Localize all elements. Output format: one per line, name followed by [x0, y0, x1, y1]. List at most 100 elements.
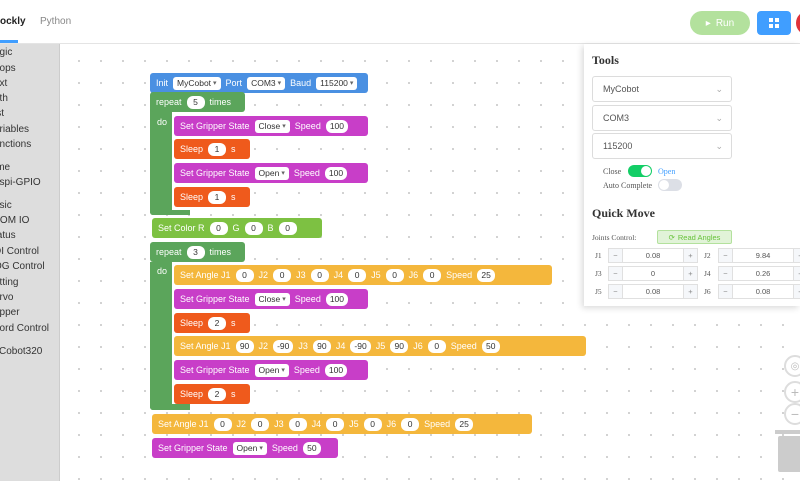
joint-value[interactable]: 0.26	[755, 269, 771, 278]
sleep-block[interactable]: Sleep 1 s	[174, 187, 250, 207]
sidebar-item-loops[interactable]: oops	[0, 63, 16, 74]
increment-button[interactable]: +	[683, 267, 697, 280]
sleep-value-field[interactable]: 1	[208, 142, 227, 156]
joint-stepper-j6[interactable]: − 0.08 +	[718, 284, 800, 299]
trash-icon[interactable]	[775, 430, 800, 472]
recenter-icon[interactable]: ◎	[784, 355, 800, 377]
speed-field[interactable]: 25	[455, 417, 474, 431]
device-select[interactable]: MyCobot ⌄	[592, 76, 732, 102]
decrement-button[interactable]: −	[719, 285, 733, 298]
j2-field[interactable]: 0	[273, 268, 292, 282]
repeat-count-field[interactable]: 5	[186, 95, 205, 109]
zoom-out-icon[interactable]: −	[784, 403, 800, 425]
close-open-switch[interactable]	[628, 165, 652, 177]
j1-field[interactable]: 0	[235, 268, 254, 282]
sidebar-item-raspi-gpio[interactable]: aspi-GPIO	[0, 177, 41, 188]
set-gripper-block[interactable]: Set Gripper State Open Speed 50	[152, 438, 338, 458]
sidebar-item-variables[interactable]: ariables	[0, 124, 30, 135]
robot-dropdown[interactable]: MyCobot	[173, 76, 221, 90]
sidebar-item-coord-control[interactable]: oord Control	[0, 323, 50, 334]
decrement-button[interactable]: −	[609, 249, 623, 262]
j2-field[interactable]: 0	[251, 417, 270, 431]
speed-field[interactable]: 50	[481, 339, 500, 353]
j5-field[interactable]: 0	[385, 268, 404, 282]
set-gripper-block[interactable]: Set Gripper State Close Speed 100	[174, 289, 368, 309]
joint-stepper-j3[interactable]: − 0 +	[608, 266, 698, 281]
j3-field[interactable]: 0	[310, 268, 329, 282]
joint-stepper-j2[interactable]: − 9.84 +	[718, 248, 800, 263]
sleep-value-field[interactable]: 2	[208, 316, 227, 330]
port-select[interactable]: COM3 ⌄	[592, 105, 732, 131]
sleep-block[interactable]: Sleep 2 s	[174, 384, 250, 404]
sidebar-item-mycobot320[interactable]: yCobot320	[0, 346, 43, 357]
decrement-button[interactable]: −	[719, 249, 733, 262]
run-button[interactable]: ▸ Run	[690, 11, 750, 35]
sidebar-item-jog-control[interactable]: OG Control	[0, 261, 45, 272]
j6-field[interactable]: 0	[401, 417, 420, 431]
sidebar-item-functions[interactable]: unctions	[0, 139, 32, 150]
sidebar-item-math[interactable]: ath	[0, 93, 8, 104]
speed-field[interactable]: 25	[477, 268, 496, 282]
sidebar-item-time[interactable]: ime	[0, 162, 11, 173]
sidebar-item-basic[interactable]: asic	[0, 200, 12, 211]
gripper-state-dropdown[interactable]: Open	[254, 363, 289, 377]
gripper-state-dropdown[interactable]: Close	[254, 119, 290, 133]
set-angle-block[interactable]: Set Angle J1 0 J2 0 J3 0 J4 0 J5 0 J6 0 …	[152, 414, 532, 434]
sidebar-item-gripper[interactable]: ripper	[0, 307, 20, 318]
baud-dropdown[interactable]: 115200	[316, 76, 358, 90]
joint-stepper-j4[interactable]: − 0.26 +	[718, 266, 800, 281]
close-app-button[interactable]	[796, 11, 800, 35]
j4-field[interactable]: 0	[348, 268, 367, 282]
joint-value[interactable]: 9.84	[755, 251, 771, 260]
gripper-state-dropdown[interactable]: Close	[254, 292, 290, 306]
auto-complete-switch[interactable]	[658, 179, 682, 191]
gripper-state-dropdown[interactable]: Open	[254, 166, 289, 180]
j6-field[interactable]: 0	[427, 339, 446, 353]
sleep-block[interactable]: Sleep 1 s	[174, 139, 250, 159]
sidebar-item-status[interactable]: tatus	[0, 230, 16, 241]
j3-field[interactable]: 0	[288, 417, 307, 431]
grid-menu-button[interactable]	[757, 11, 791, 35]
joint-value[interactable]: 0.08	[645, 287, 661, 296]
decrement-button[interactable]: −	[719, 267, 733, 280]
sidebar-item-atom-io[interactable]: TOM IO	[0, 215, 30, 226]
tab-blockly[interactable]: ockly	[0, 16, 26, 27]
increment-button[interactable]: +	[683, 249, 697, 262]
set-angle-block[interactable]: Set Angle J1 90 J2 -90 J3 90 J4 -90 J5 9…	[174, 336, 586, 356]
sleep-value-field[interactable]: 2	[208, 387, 227, 401]
sleep-block[interactable]: Sleep 2 s	[174, 313, 250, 333]
set-angle-block[interactable]: Set Angle J1 0 J2 0 J3 0 J4 0 J5 0 J6 0 …	[174, 265, 552, 285]
decrement-button[interactable]: −	[609, 285, 623, 298]
color-b-field[interactable]: 0	[278, 221, 297, 235]
repeat-block-1[interactable]: repeat 5 times	[150, 92, 245, 112]
j6-field[interactable]: 0	[423, 268, 442, 282]
port-dropdown[interactable]: COM3	[247, 76, 286, 90]
tab-python[interactable]: Python	[40, 16, 72, 27]
j5-field[interactable]: 0	[363, 417, 382, 431]
sidebar-item-text[interactable]: ext	[0, 78, 8, 89]
j1-field[interactable]: 0	[213, 417, 232, 431]
j2-field[interactable]: -90	[273, 339, 294, 353]
sidebar-item-list[interactable]: ist	[0, 108, 4, 119]
sleep-value-field[interactable]: 1	[208, 190, 227, 204]
set-color-block[interactable]: Set Color R 0 G 0 B 0	[152, 218, 322, 238]
color-g-field[interactable]: 0	[244, 221, 263, 235]
j3-field[interactable]: 90	[312, 339, 331, 353]
decrement-button[interactable]: −	[609, 267, 623, 280]
j4-field[interactable]: -90	[350, 339, 371, 353]
zoom-in-icon[interactable]: +	[784, 381, 800, 403]
sidebar-item-logic[interactable]: ogic	[0, 47, 13, 58]
j4-field[interactable]: 0	[326, 417, 345, 431]
j1-field[interactable]: 90	[235, 339, 254, 353]
increment-button[interactable]: +	[683, 285, 697, 298]
speed-field[interactable]: 100	[325, 119, 349, 133]
set-gripper-block[interactable]: Set Gripper State Open Speed 100	[174, 360, 368, 380]
speed-field[interactable]: 100	[324, 363, 348, 377]
joint-stepper-j1[interactable]: − 0.08 +	[608, 248, 698, 263]
joint-value[interactable]: 0	[650, 269, 656, 278]
speed-field[interactable]: 50	[302, 441, 321, 455]
sidebar-item-servo[interactable]: ervo	[0, 292, 14, 303]
set-gripper-block[interactable]: Set Gripper State Open Speed 100	[174, 163, 368, 183]
increment-button[interactable]: +	[793, 249, 800, 262]
set-gripper-block[interactable]: Set Gripper State Close Speed 100	[174, 116, 368, 136]
